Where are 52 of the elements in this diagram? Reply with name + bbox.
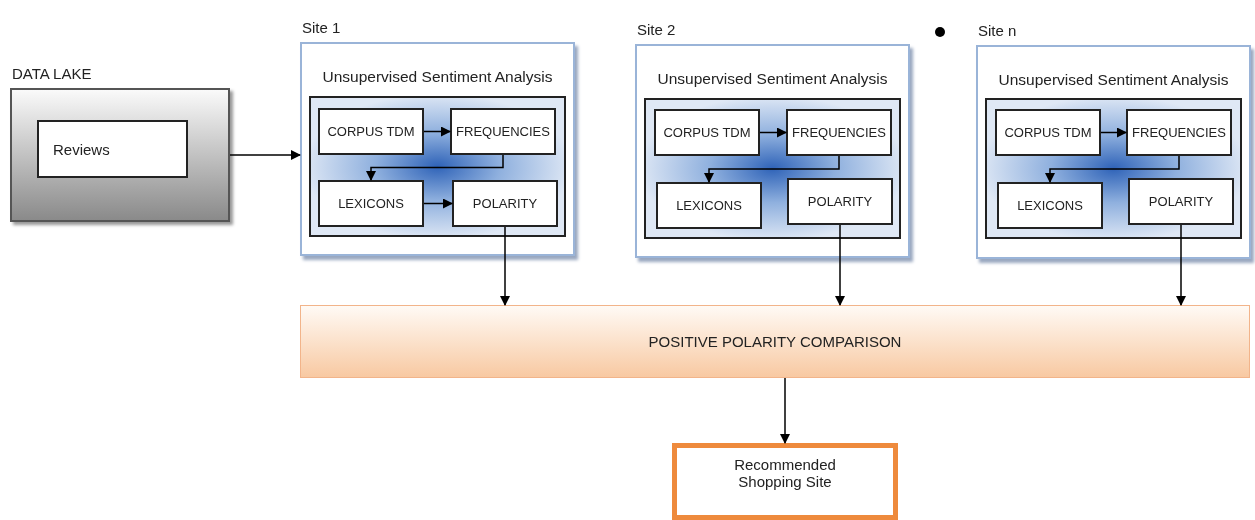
site-heading: Site 1 — [302, 19, 341, 36]
box-label: LEXICONS — [338, 196, 404, 211]
process-band — [300, 305, 1250, 378]
arrow — [423, 126, 451, 137]
box-label: POLARITY — [472, 196, 538, 211]
box-label: Reviews — [53, 140, 110, 158]
site-heading: Site 2 — [637, 21, 676, 38]
box-label: POLARITY — [807, 194, 873, 209]
arrow — [366, 154, 504, 181]
output-box — [672, 443, 898, 520]
analysis-box — [309, 96, 566, 237]
arrow — [500, 226, 510, 306]
box-label: POSITIVE POLARITY COMPARISON — [648, 333, 902, 350]
arrow — [229, 150, 301, 160]
arrow — [780, 377, 790, 444]
box-label: FREQUENCIES — [792, 125, 886, 140]
process-box — [1128, 178, 1234, 225]
site-heading: Site n — [978, 22, 1017, 39]
panel-title: Unsupervised Sentiment Analysis — [321, 68, 554, 86]
panel-title: Unsupervised Sentiment Analysis — [997, 71, 1230, 89]
box-label: LEXICONS — [676, 198, 742, 213]
arrow — [1100, 127, 1127, 138]
arrow — [704, 155, 840, 183]
analysis-box — [644, 98, 901, 239]
process-box — [656, 182, 762, 229]
box-label: FREQUENCIES — [456, 124, 550, 139]
process-box — [37, 120, 188, 178]
box-label: POLARITY — [1148, 194, 1214, 209]
process-box — [318, 180, 424, 227]
process-box — [787, 178, 893, 225]
process-box — [1126, 109, 1232, 156]
process-box — [450, 108, 556, 155]
arrow — [1176, 224, 1186, 306]
process-box — [997, 182, 1103, 229]
process-box — [995, 109, 1101, 156]
arrow — [1045, 155, 1180, 183]
process-box — [786, 109, 892, 156]
process-box — [654, 109, 760, 156]
box-label: Recommended Shopping Site — [733, 456, 837, 490]
panel-title: DATA LAKE — [12, 65, 92, 82]
box-label: FREQUENCIES — [1132, 125, 1226, 140]
box-label: CORPUS TDM — [663, 125, 751, 140]
box-label: LEXICONS — [1017, 198, 1083, 213]
process-box — [318, 108, 424, 155]
analysis-box — [985, 98, 1242, 239]
arrow — [759, 127, 787, 138]
process-box — [452, 180, 558, 227]
box-label: CORPUS TDM — [1004, 125, 1092, 140]
arrow — [835, 224, 845, 306]
panel-title: Unsupervised Sentiment Analysis — [656, 70, 889, 88]
box-label: CORPUS TDM — [327, 124, 415, 139]
arrow — [423, 198, 453, 209]
